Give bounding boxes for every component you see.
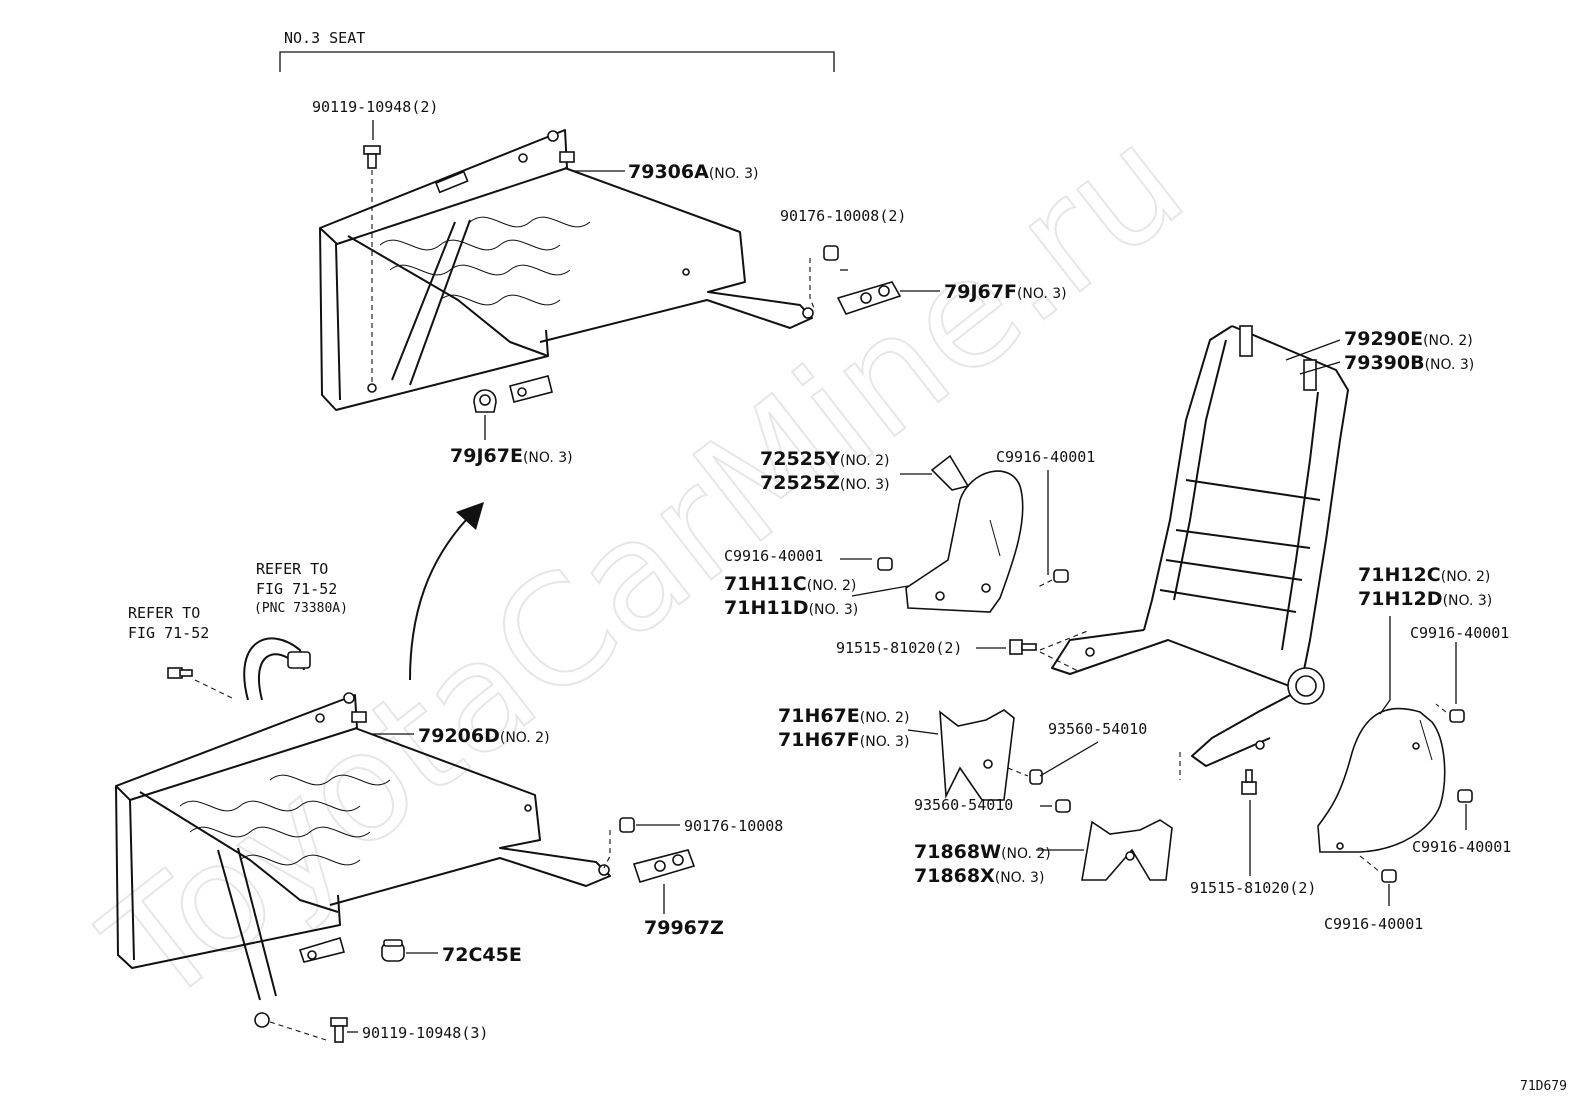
bolt-91515-right <box>1241 769 1257 795</box>
nut-90176-lower <box>603 817 635 869</box>
label-l12: 71H11C(NO. 2) <box>724 573 856 595</box>
label-l17: C9916-40001 <box>1410 624 1509 642</box>
label-l26: C9916-40001 <box>1324 915 1423 933</box>
label-l03: 90176-10008(2) <box>780 207 906 225</box>
label-l02: 79306A(NO. 3) <box>628 161 758 183</box>
figure-code: 71D679 <box>1520 1079 1567 1094</box>
label-l07: 79390B(NO. 3) <box>1344 352 1474 374</box>
label-l22: 71868W(NO. 2) <box>914 841 1051 863</box>
section-title: NO.3 SEAT <box>284 29 365 47</box>
label-l23: 71868X(NO. 3) <box>914 865 1044 887</box>
pad-79967Z <box>632 849 696 883</box>
label-l21: 93560-54010 <box>914 796 1013 814</box>
bolt-91515-left <box>1009 639 1037 655</box>
seat-cushion-frame-no3 <box>319 129 814 411</box>
screw-c9916-b <box>1035 569 1069 589</box>
screw-93560-b <box>1055 799 1071 813</box>
screw-c9916-d <box>1457 789 1473 803</box>
refer-note-anchor-line2: FIG 71-52 <box>128 624 209 642</box>
part-labels: 90119-10948(2) 79306A(NO. 3) 90176-10008… <box>128 98 1567 1094</box>
label-l28: 90176-10008 <box>684 817 783 835</box>
cap-72525 <box>930 454 970 491</box>
label-l31: 90119-10948(3) <box>362 1024 488 1042</box>
label-l01: 90119-10948(2) <box>312 98 438 116</box>
label-l04: 79J67F(NO. 3) <box>944 281 1067 303</box>
assembly-arrow <box>409 519 467 681</box>
clip-79J67E <box>473 375 553 413</box>
label-l06: 79290E(NO. 2) <box>1344 328 1473 350</box>
watermark: ToyotaCarMine.ru <box>74 94 1215 1038</box>
label-l20: 93560-54010 <box>1048 720 1147 738</box>
refer-note-anchor-line1: REFER TO <box>128 604 200 622</box>
hinge-cover-71H11 <box>905 470 1024 613</box>
screw-93560-a <box>1007 767 1043 785</box>
leader-lines <box>347 170 1467 1033</box>
label-l08: 72525Y(NO. 2) <box>760 448 890 470</box>
pad-79J67F <box>836 281 902 315</box>
screw-c9916-e <box>1359 855 1397 883</box>
label-l16: 71H12D(NO. 3) <box>1358 588 1492 610</box>
refer-note-belt-line1: REFER TO <box>256 560 328 578</box>
seat-belt-buckle <box>167 637 311 701</box>
cover-71868 <box>1081 819 1173 881</box>
label-l19: 71H67F(NO. 3) <box>778 729 909 751</box>
label-l24: 91515-81020(2) <box>1190 879 1316 897</box>
screw-c9916-a <box>877 557 893 571</box>
label-l13: 71H11D(NO. 3) <box>724 597 858 619</box>
bolt-90119-lower <box>269 1017 348 1043</box>
label-l27: 79206D(NO. 2) <box>418 725 550 747</box>
screw-c9916-c <box>1435 703 1465 723</box>
label-l05: 79J67E(NO. 3) <box>450 445 573 467</box>
bolt-90119-top <box>363 120 381 169</box>
label-l18: 71H67E(NO. 2) <box>778 705 909 727</box>
nut-90176-upper <box>809 245 839 309</box>
recliner-cover-71H12 <box>1317 707 1446 853</box>
cover-71H67 <box>939 709 1015 801</box>
seat-cushion-frame-no2 <box>115 692 611 1028</box>
label-l30: 72C45E <box>442 944 522 966</box>
section-bracket <box>279 51 835 72</box>
label-l25: C9916-40001 <box>1412 838 1511 856</box>
seat-back-frame <box>1051 325 1349 767</box>
label-l09: 72525Z(NO. 3) <box>760 472 890 494</box>
label-l29: 79967Z <box>644 917 724 939</box>
label-l10: C9916-40001 <box>996 448 1095 466</box>
refer-note-belt-line3: (PNC 73380A) <box>254 601 348 616</box>
refer-note-belt-line2: FIG 71-52 <box>256 580 337 598</box>
label-l15: 71H12C(NO. 2) <box>1358 564 1490 586</box>
grommet-72C45E <box>381 939 405 962</box>
label-l11: C9916-40001 <box>724 547 823 565</box>
label-l14: 91515-81020(2) <box>836 639 962 657</box>
